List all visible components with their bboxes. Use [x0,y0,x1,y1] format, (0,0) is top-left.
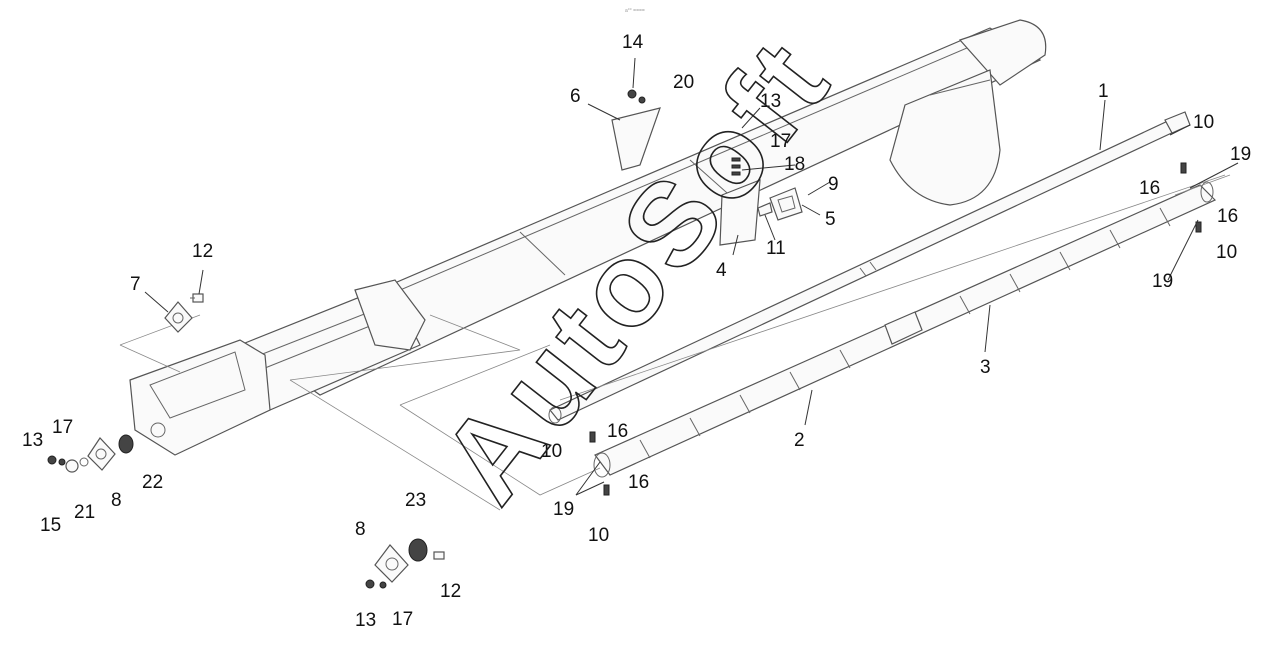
auger-housing [129,19,1047,456]
callout-5: 5 [825,209,836,230]
corner-mark: a°° ==== [625,8,645,14]
callout-15: 15 [40,515,61,536]
callout-10-bottom: 10 [588,525,609,546]
callout-10-right: 10 [1216,242,1237,263]
auger-lower [593,181,1217,478]
leader-lines [144,57,1239,496]
callout-16-upper-right: 16 [1139,178,1160,199]
callout-8-left: 8 [111,490,122,511]
callout-19-right: 19 [1152,271,1173,292]
callout-13-left: 13 [22,430,43,451]
callout-10-top: 10 [1193,112,1214,133]
callout-14: 14 [622,32,644,53]
callout-17-top: 17 [770,131,791,152]
callout-12-top: 12 [192,241,213,262]
callout-17-bottom: 17 [392,609,413,630]
callout-1: 1 [1098,81,1109,102]
callout-19-left: 19 [553,499,574,520]
callout-6: 6 [570,86,581,107]
callout-16-right: 16 [1217,206,1238,227]
callout-11: 11 [766,238,786,259]
callout-23: 23 [405,490,426,511]
guide-lines [119,174,1231,511]
callout-2: 2 [794,430,805,451]
callout-21: 21 [74,502,95,523]
callout-10-mid: 10 [541,441,562,462]
callout-18: 18 [784,154,805,175]
callout-20: 20 [673,72,694,93]
hardware-parts [47,89,1202,589]
callout-12-bottom: 12 [440,581,461,602]
callout-13-bottom: 13 [355,610,376,631]
shaft-upper [548,111,1191,424]
callout-3: 3 [980,357,991,378]
callout-labels: 1 2 3 4 5 6 7 8 8 9 10 10 10 10 11 12 12… [22,32,1251,631]
callout-16-bottom: 16 [628,472,649,493]
callout-16-mid: 16 [607,421,628,442]
callout-19-upper-right: 19 [1230,144,1251,165]
callout-7: 7 [130,274,141,295]
callout-8-bottom: 8 [355,519,366,540]
callout-4: 4 [716,260,727,281]
callout-17-left: 17 [52,417,73,438]
callout-13-top: 13 [760,91,781,112]
callout-22: 22 [142,472,163,493]
callout-9: 9 [828,174,839,195]
